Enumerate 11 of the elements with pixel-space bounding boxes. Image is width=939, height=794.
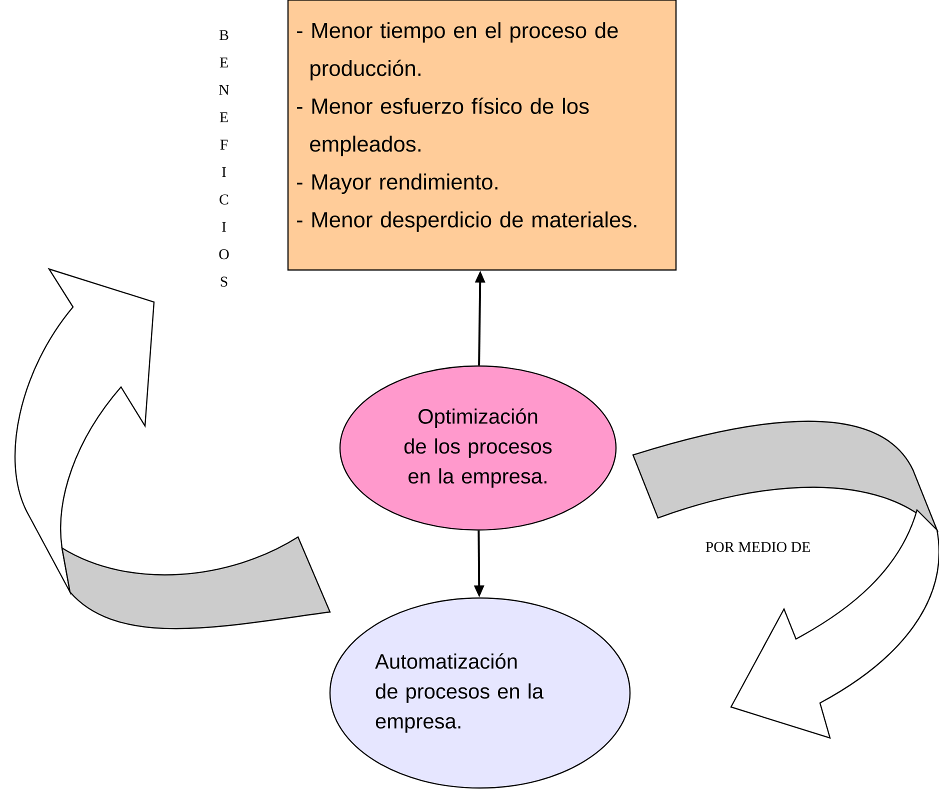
process-box [287, 0, 677, 271]
node-label: - Menor esfuerzo físico de los empleados. [296, 98, 589, 156]
arrow-label: POR MEDIO DE [706, 542, 810, 552]
vertical-label: BENEFICIOS [219, 30, 230, 287]
process-ellipse [329, 597, 631, 789]
node-label: - Menor tiempo en el proceso de producción. [296, 22, 618, 80]
node-label: Optimización de los procesos en la empresa. [404, 408, 552, 488]
process-ellipse [339, 365, 617, 531]
node-label: - Menor desperdicio de materiales. [296, 211, 636, 232]
node-label: Automatización de procesos en la empresa. [375, 653, 544, 733]
node-label: - Mayor rendimiento. [296, 174, 498, 194]
